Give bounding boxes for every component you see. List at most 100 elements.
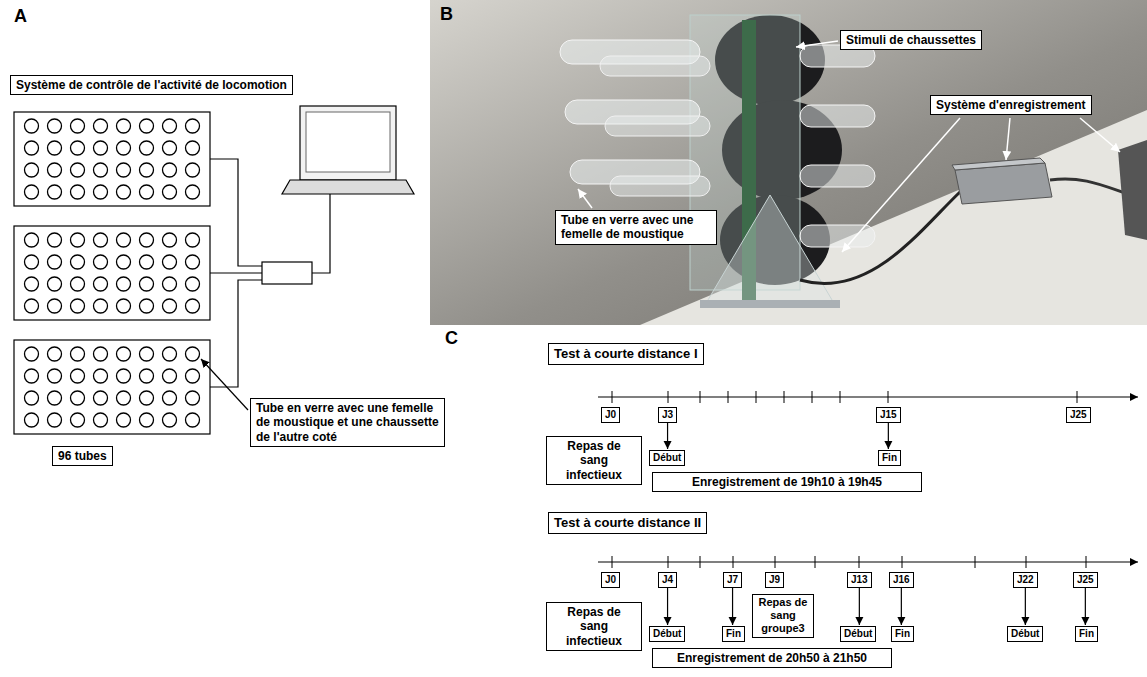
count-box: 96 tubes: [52, 446, 113, 466]
timeline-arrow: [667, 588, 668, 625]
node-text: J0: [605, 574, 616, 586]
laptop-base: [282, 180, 414, 194]
day-box: J16: [889, 572, 914, 588]
hub-box: [262, 262, 312, 284]
day-box: J3: [658, 407, 677, 423]
recording-box: Enregistrement de 19h10 à 19h45: [652, 472, 922, 492]
node-text: J15: [880, 409, 897, 421]
leader-line: [842, 118, 960, 252]
node-text: J7: [727, 574, 738, 586]
node-text: Début: [1011, 628, 1039, 640]
glass-tube: [610, 176, 710, 196]
monitor-frame: [14, 340, 210, 434]
node-text: Repas de sang infectieux: [552, 439, 636, 482]
node-text: Début: [653, 628, 681, 640]
end-box: Fin: [1075, 626, 1098, 642]
cable: [800, 192, 960, 284]
glass-tube: [800, 165, 875, 187]
leader-line: [1080, 118, 1120, 152]
end-box: Fin: [891, 626, 914, 642]
node-text: 96 tubes: [58, 449, 107, 463]
laptop-screen: [300, 106, 396, 180]
node-text: J25: [1070, 409, 1087, 421]
node-text: Système de contrôle de l'activité de loc…: [16, 78, 287, 92]
callout-box: Tube en verre avec une femelle de mousti…: [250, 398, 445, 447]
laptop-display: [306, 112, 390, 172]
stand: [705, 195, 835, 305]
day-box: J9: [765, 572, 784, 588]
day-box: J15: [876, 407, 901, 423]
timeline-arrow: [901, 588, 902, 625]
day-box: J22: [1013, 572, 1038, 588]
monitor-frame: [14, 112, 210, 206]
node-text: J25: [1077, 574, 1094, 586]
panel-letter: A: [14, 6, 27, 28]
test-title-box: Test à courte distance I: [548, 343, 704, 365]
node-text: J9: [769, 574, 780, 586]
node-text: Début: [653, 452, 681, 464]
panel-letter: C: [445, 328, 458, 350]
system-title-box: Système de contrôle de l'activité de loc…: [10, 75, 293, 95]
node-text: Fin: [882, 452, 897, 464]
leader-line: [578, 189, 592, 208]
node-text: Début: [844, 628, 872, 640]
leader-line: [796, 41, 838, 47]
recorder-top: [952, 158, 1045, 170]
node-text: Enregistrement de 20h50 à 21h50: [658, 651, 886, 665]
day-box: J25: [1073, 572, 1098, 588]
day-box: J7: [723, 572, 742, 588]
photo-ground: [430, 0, 1147, 325]
end-box: Fin: [722, 626, 745, 642]
timeline-ticks: [612, 556, 1086, 568]
meal-box: Repas de sang infectieux: [546, 436, 642, 485]
node-text: J22: [1017, 574, 1034, 586]
tube-holes: [20, 115, 204, 203]
timeline-arrow: [732, 588, 733, 625]
start-box: Début: [649, 626, 685, 642]
start-box: Début: [840, 626, 876, 642]
node-text: Tube en verre avec une femelle de mousti…: [256, 401, 439, 444]
day-box: J13: [847, 572, 872, 588]
node-text: J13: [851, 574, 868, 586]
timeline: [598, 561, 1138, 562]
start-box: Début: [1007, 626, 1043, 642]
node-text: Repas de sang groupe3: [756, 596, 810, 636]
node-text: Fin: [895, 628, 910, 640]
timeline: [598, 396, 1138, 397]
timeline-arrow: [888, 423, 889, 449]
panel-letter: B: [440, 4, 453, 26]
glass-tube: [600, 56, 710, 76]
node-text: Stimuli de chaussettes: [846, 33, 976, 47]
test-title-box: Test à courte distance II: [548, 512, 707, 534]
node-text: Fin: [726, 628, 741, 640]
day-box: J0: [601, 572, 620, 588]
timeline-arrow: [667, 423, 668, 449]
day-box: J0: [601, 407, 620, 423]
node-text: Test à courte distance II: [554, 515, 701, 531]
stand-base: [700, 300, 840, 308]
node-text: J16: [893, 574, 910, 586]
laptop-edge: [1118, 140, 1147, 240]
timeline-arrow: [859, 588, 860, 625]
node-text: J0: [605, 409, 616, 421]
node-text: Repas de sang infectieux: [552, 605, 636, 648]
leader-line: [1006, 118, 1010, 160]
leader-line: [201, 359, 248, 410]
photo-callout: Tube en verre avec une femelle de mousti…: [555, 210, 717, 245]
monitor-frame: [14, 226, 210, 320]
photo-callout: Stimuli de chaussettes: [840, 30, 982, 50]
tube-holes: [20, 343, 204, 431]
day-box: J25: [1066, 407, 1091, 423]
tube-holes: [20, 229, 204, 317]
end-box: Fin: [878, 450, 901, 466]
day-box: J4: [658, 572, 677, 588]
timeline-arrow: [1085, 588, 1086, 625]
node-text: J3: [662, 409, 673, 421]
glass-tube: [605, 116, 710, 136]
node-text: Système d'enregistrement: [936, 98, 1086, 112]
timeline-ticks: [612, 391, 1077, 403]
meal-box: Repas de sang infectieux: [546, 602, 642, 651]
glass-tube: [800, 105, 875, 127]
node-text: Test à courte distance I: [554, 346, 698, 362]
